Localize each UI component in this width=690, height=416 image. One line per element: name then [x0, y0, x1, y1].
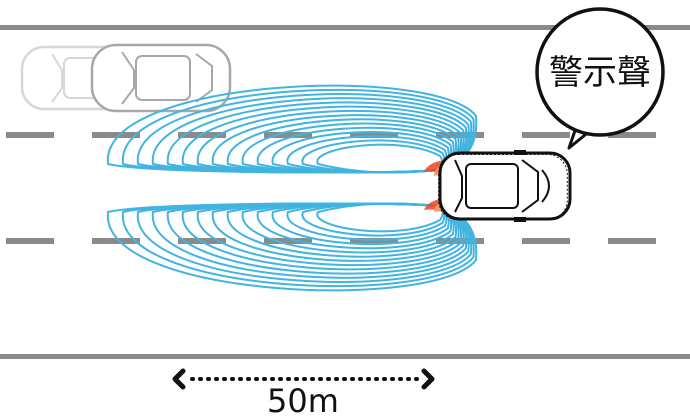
speech-bubble-icon: 警示聲	[535, 7, 665, 150]
own-car	[438, 150, 572, 222]
radar-waves-lower	[106, 202, 478, 292]
alert-text: 警示聲	[549, 53, 651, 93]
road-top-edge	[0, 25, 690, 30]
lane-dash	[6, 132, 54, 138]
lane-dash	[608, 132, 656, 138]
lane-dash	[522, 132, 570, 138]
radar-wave	[106, 202, 478, 292]
radar-wave	[106, 84, 478, 174]
radar-wave	[121, 202, 475, 288]
distance-label: 50m	[267, 382, 339, 416]
lane-dash	[350, 132, 398, 138]
lane-dash	[522, 238, 570, 244]
radar-wave	[316, 202, 444, 233]
chevron-left-icon	[172, 368, 186, 390]
distance-indicator: 50m	[172, 368, 435, 416]
radar-wave	[316, 143, 444, 174]
road-bottom-edge	[0, 354, 690, 359]
lane-dash	[6, 238, 54, 244]
ghost-car-near	[90, 43, 232, 113]
lane-dash	[92, 238, 140, 244]
lane-dash	[264, 132, 312, 138]
lane-markings	[6, 132, 656, 244]
lane-dash	[92, 132, 140, 138]
chevron-right-icon	[421, 368, 435, 390]
lane-dash	[350, 238, 398, 244]
lane-dash	[608, 238, 656, 244]
lane-dash	[264, 238, 312, 244]
